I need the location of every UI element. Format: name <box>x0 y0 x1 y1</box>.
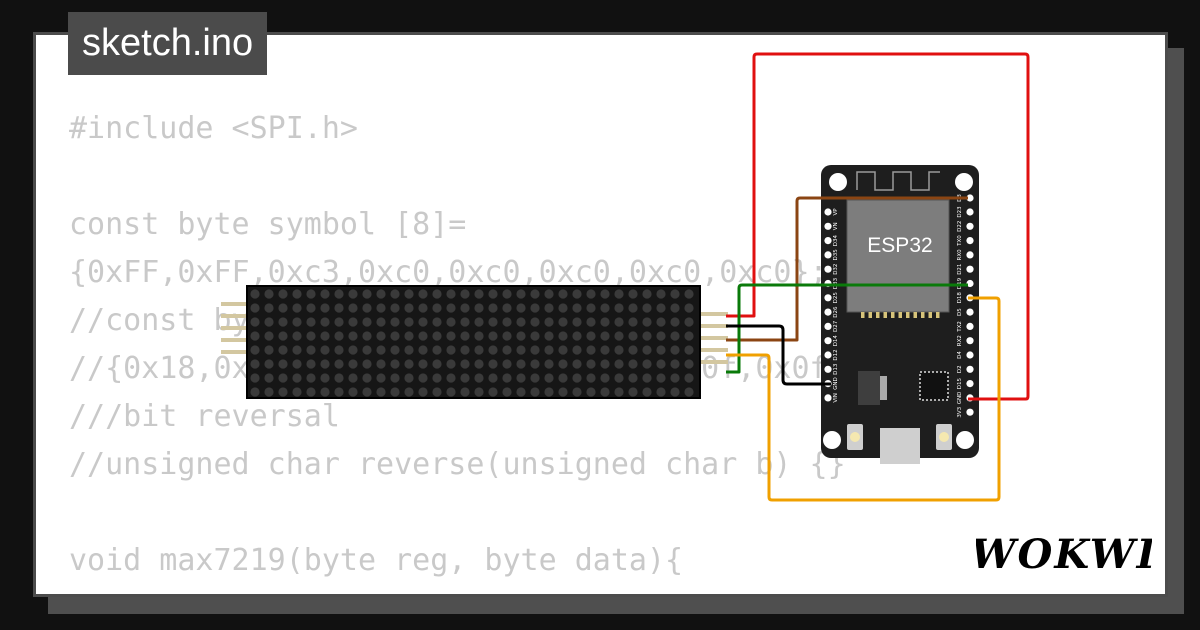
esp32-chip-label: ESP32 <box>867 234 932 257</box>
pin-label: GND <box>957 392 963 405</box>
pin-label: D4 <box>957 351 963 359</box>
pin-label: D33 <box>833 277 839 289</box>
pin-label: RX0 <box>957 249 963 261</box>
pin-label: D15 <box>957 377 963 389</box>
boot-button-cap <box>850 432 860 442</box>
pin-label: D32 <box>833 264 839 275</box>
pin-label: D34 <box>833 234 839 246</box>
regulator-tab <box>880 376 887 400</box>
pin-label: D25 <box>833 292 839 304</box>
pin-label: D14 <box>833 335 839 347</box>
pin-label: TX2 <box>957 321 963 333</box>
file-tab-label: sketch.ino <box>82 22 254 64</box>
wokwi-logo-text: WOKWI <box>976 531 1152 578</box>
code-line: {0xFF,0xFF,0xc3,0xc0,0xc0,0xc0,0xc0,0xc0… <box>69 255 828 290</box>
wire-green <box>726 283 968 374</box>
module-pads <box>861 312 940 318</box>
led-dot-grid <box>250 289 694 397</box>
wire-orange <box>726 296 1001 502</box>
usb-chip <box>919 371 949 401</box>
pin-label: RX2 <box>957 335 963 346</box>
code-line: #include <SPI.h> <box>69 111 358 146</box>
pin-label: TX0 <box>957 235 963 247</box>
pin-label: D2 <box>957 365 963 373</box>
pin-label: D23 <box>957 206 963 218</box>
pin-label: 3V3 <box>957 406 963 417</box>
board-mount-holes <box>823 173 974 449</box>
code-line: void max7219(byte reg, byte data){ <box>69 543 684 578</box>
file-tab[interactable]: sketch.ino <box>68 12 268 75</box>
pin-label: VP <box>833 208 839 216</box>
code-line: ///bit reversal <box>69 399 340 434</box>
pin-label: D21 <box>957 264 963 275</box>
pin-label: D19 <box>957 277 963 289</box>
pin-label: D22 <box>957 221 963 232</box>
pin-label: D26 <box>833 306 839 318</box>
pin-label: D35 <box>833 249 839 261</box>
matrix-header-pins <box>221 302 728 364</box>
wire-red <box>726 52 1030 401</box>
pin-label: D12 <box>833 349 839 360</box>
code-line: digitalWrite(CS, LOW); <box>69 585 864 594</box>
regulator <box>858 371 880 405</box>
pin-label: D27 <box>833 320 839 332</box>
usb-port <box>880 428 920 464</box>
pin-label: GND <box>833 377 839 390</box>
esp32-module <box>846 199 950 313</box>
wire-black <box>726 324 831 386</box>
pin-label: D18 <box>957 292 963 304</box>
esp32-board[interactable]: ESP32 VP VN D34D35D32D33D25D26D27D14D12D13… <box>821 165 979 464</box>
wire-brown <box>726 196 968 342</box>
wires <box>726 52 1030 502</box>
pin-label: D5 <box>957 308 963 316</box>
code-line: //unsigned char reverse(unsigned char b)… <box>69 447 846 482</box>
pin-label: VIN <box>833 393 839 403</box>
led-matrix[interactable] <box>246 285 701 399</box>
pin-label: VN <box>833 222 839 230</box>
antenna-trace <box>856 171 940 191</box>
reset-button-cap <box>939 432 949 442</box>
wokwi-logo: WOKWI <box>976 531 1152 578</box>
pin-label: D13 <box>833 363 839 375</box>
code-line: const byte symbol [8]= <box>69 207 467 242</box>
